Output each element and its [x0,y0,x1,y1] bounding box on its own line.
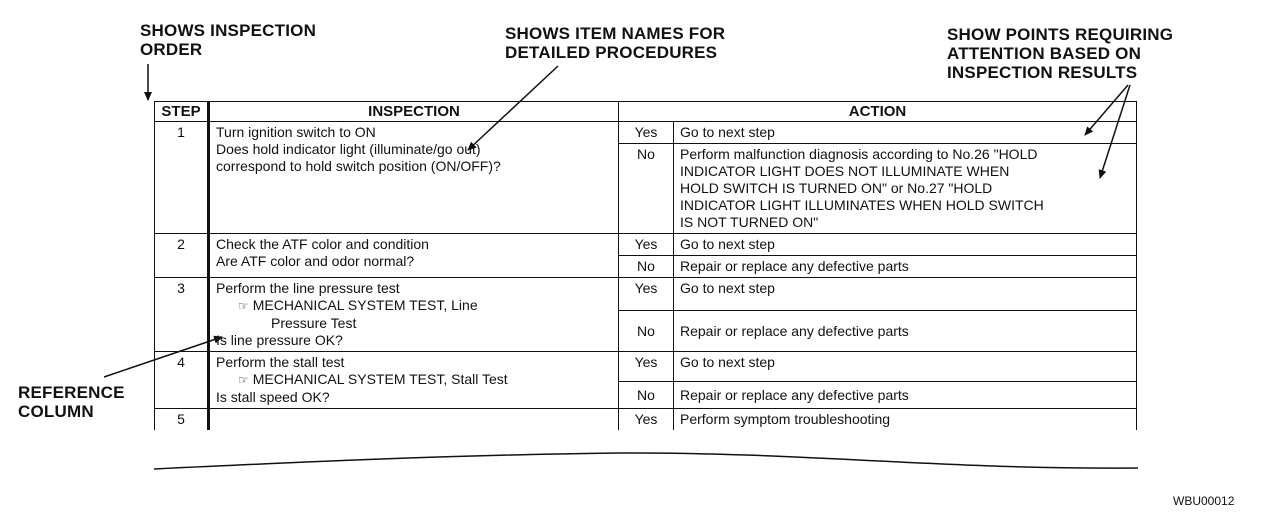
no-action: Perform malfunction diagnosis according … [673,143,1137,234]
callout-line: SHOWS ITEM NAMES FOR [505,24,726,43]
action-line: INDICATOR LIGHT ILLUMINATES WHEN HOLD SW… [680,197,1044,213]
table-row: No Repair or replace any defective parts [155,381,1137,409]
action-line: HOLD SWITCH IS TURNED ON" or No.27 "HOLD [680,180,993,196]
inspection-cell: Perform the stall test ☞MECHANICAL SYSTE… [208,351,619,409]
callout-arrow [1084,84,1129,136]
yes-label: Yes [618,277,674,311]
step-number: 4 [154,351,210,409]
reference-entry: ☞MECHANICAL SYSTEM TEST, Line [216,297,612,315]
callout-line: REFERENCE [18,383,125,402]
step-number: 2 [154,233,210,278]
inspection-line: Is stall speed OK? [216,389,330,405]
yes-label: Yes [618,121,674,144]
inspection-line: Does hold indicator light (illuminate/go… [216,141,481,157]
no-label: No [618,310,674,352]
table-header-row: STEP INSPECTION ACTION [154,101,1137,122]
callout-line: ATTENTION BASED ON [947,44,1142,63]
reference-entry: ☞MECHANICAL SYSTEM TEST, Stall Test [216,371,612,389]
table-cut-edge [153,452,1139,470]
table-row: 5 Yes Perform symptom troubleshooting [154,408,1137,430]
table-row: No Perform malfunction diagnosis accordi… [155,143,1137,234]
callout-line: SHOWS INSPECTION [140,21,317,40]
step-number: 5 [154,408,210,430]
action-line: Perform malfunction diagnosis according … [680,146,1038,162]
header-step: STEP [154,101,210,122]
yes-action: Go to next step [673,277,1137,311]
callout-line: DETAILED PROCEDURES [505,43,718,62]
callout-arrow [1098,84,1131,179]
inspection-line: Turn ignition switch to ON [216,124,376,140]
callout-reference-column: REFERENCE COLUMN [18,383,125,421]
callout-item-names: SHOWS ITEM NAMES FOR DETAILED PROCEDURES [505,24,725,62]
table-row: 2 Check the ATF color and condition Are … [154,233,1137,278]
callout-arrow [467,65,559,151]
callout-line: INSPECTION RESULTS [947,63,1138,82]
reference-text: MECHANICAL SYSTEM TEST, Line [252,297,478,313]
callout-arrow [103,335,223,378]
action-line: INDICATOR LIGHT DOES NOT ILLUMINATE WHEN [680,163,1010,179]
no-action: Repair or replace any defective parts [673,381,1137,409]
inspection-line: correspond to hold switch position (ON/O… [216,158,501,174]
reference-text: MECHANICAL SYSTEM TEST, Stall Test [252,371,508,387]
inspection-line: Perform the line pressure test [216,280,400,296]
inspection-cell: Perform the line pressure test ☞MECHANIC… [208,277,619,352]
no-action: Repair or replace any defective parts [673,310,1137,352]
table-row: 3 Perform the line pressure test ☞MECHAN… [154,277,1137,352]
no-label: No [618,381,674,409]
step-number: 1 [154,121,210,234]
no-label: No [618,143,674,234]
reference-hand-icon: ☞ [238,373,249,387]
inspection-table: STEP INSPECTION ACTION 1 Turn ignition s… [154,101,1137,430]
yes-label: Yes [618,351,674,382]
callout-line: ORDER [140,40,203,59]
figure-code: WBU00012 [1173,494,1235,508]
table-row: No Repair or replace any defective parts [155,310,1137,352]
inspection-line: Are ATF color and odor normal? [216,253,415,269]
inspection-cell: Turn ignition switch to ON Does hold ind… [208,121,619,234]
inspection-line: Check the ATF color and condition [216,236,429,252]
action-line: IS NOT TURNED ON" [680,214,819,230]
callout-line: COLUMN [18,402,94,421]
reference-text-cont: Pressure Test [271,315,357,331]
inspection-cell: Check the ATF color and condition Are AT… [208,233,619,278]
yes-action: Perform symptom troubleshooting [673,408,1137,430]
callout-inspection-order: SHOWS INSPECTION ORDER [140,21,316,59]
callout-line: SHOW POINTS REQUIRING [947,25,1174,44]
yes-action: Go to next step [673,121,1137,144]
table-row: 1 Turn ignition switch to ON Does hold i… [154,121,1137,234]
reference-hand-icon: ☞ [238,299,249,313]
inspection-line: Perform the stall test [216,354,345,370]
callout-attention-points: SHOW POINTS REQUIRING ATTENTION BASED ON… [947,25,1173,82]
inspection-line: Is line pressure OK? [216,332,343,348]
